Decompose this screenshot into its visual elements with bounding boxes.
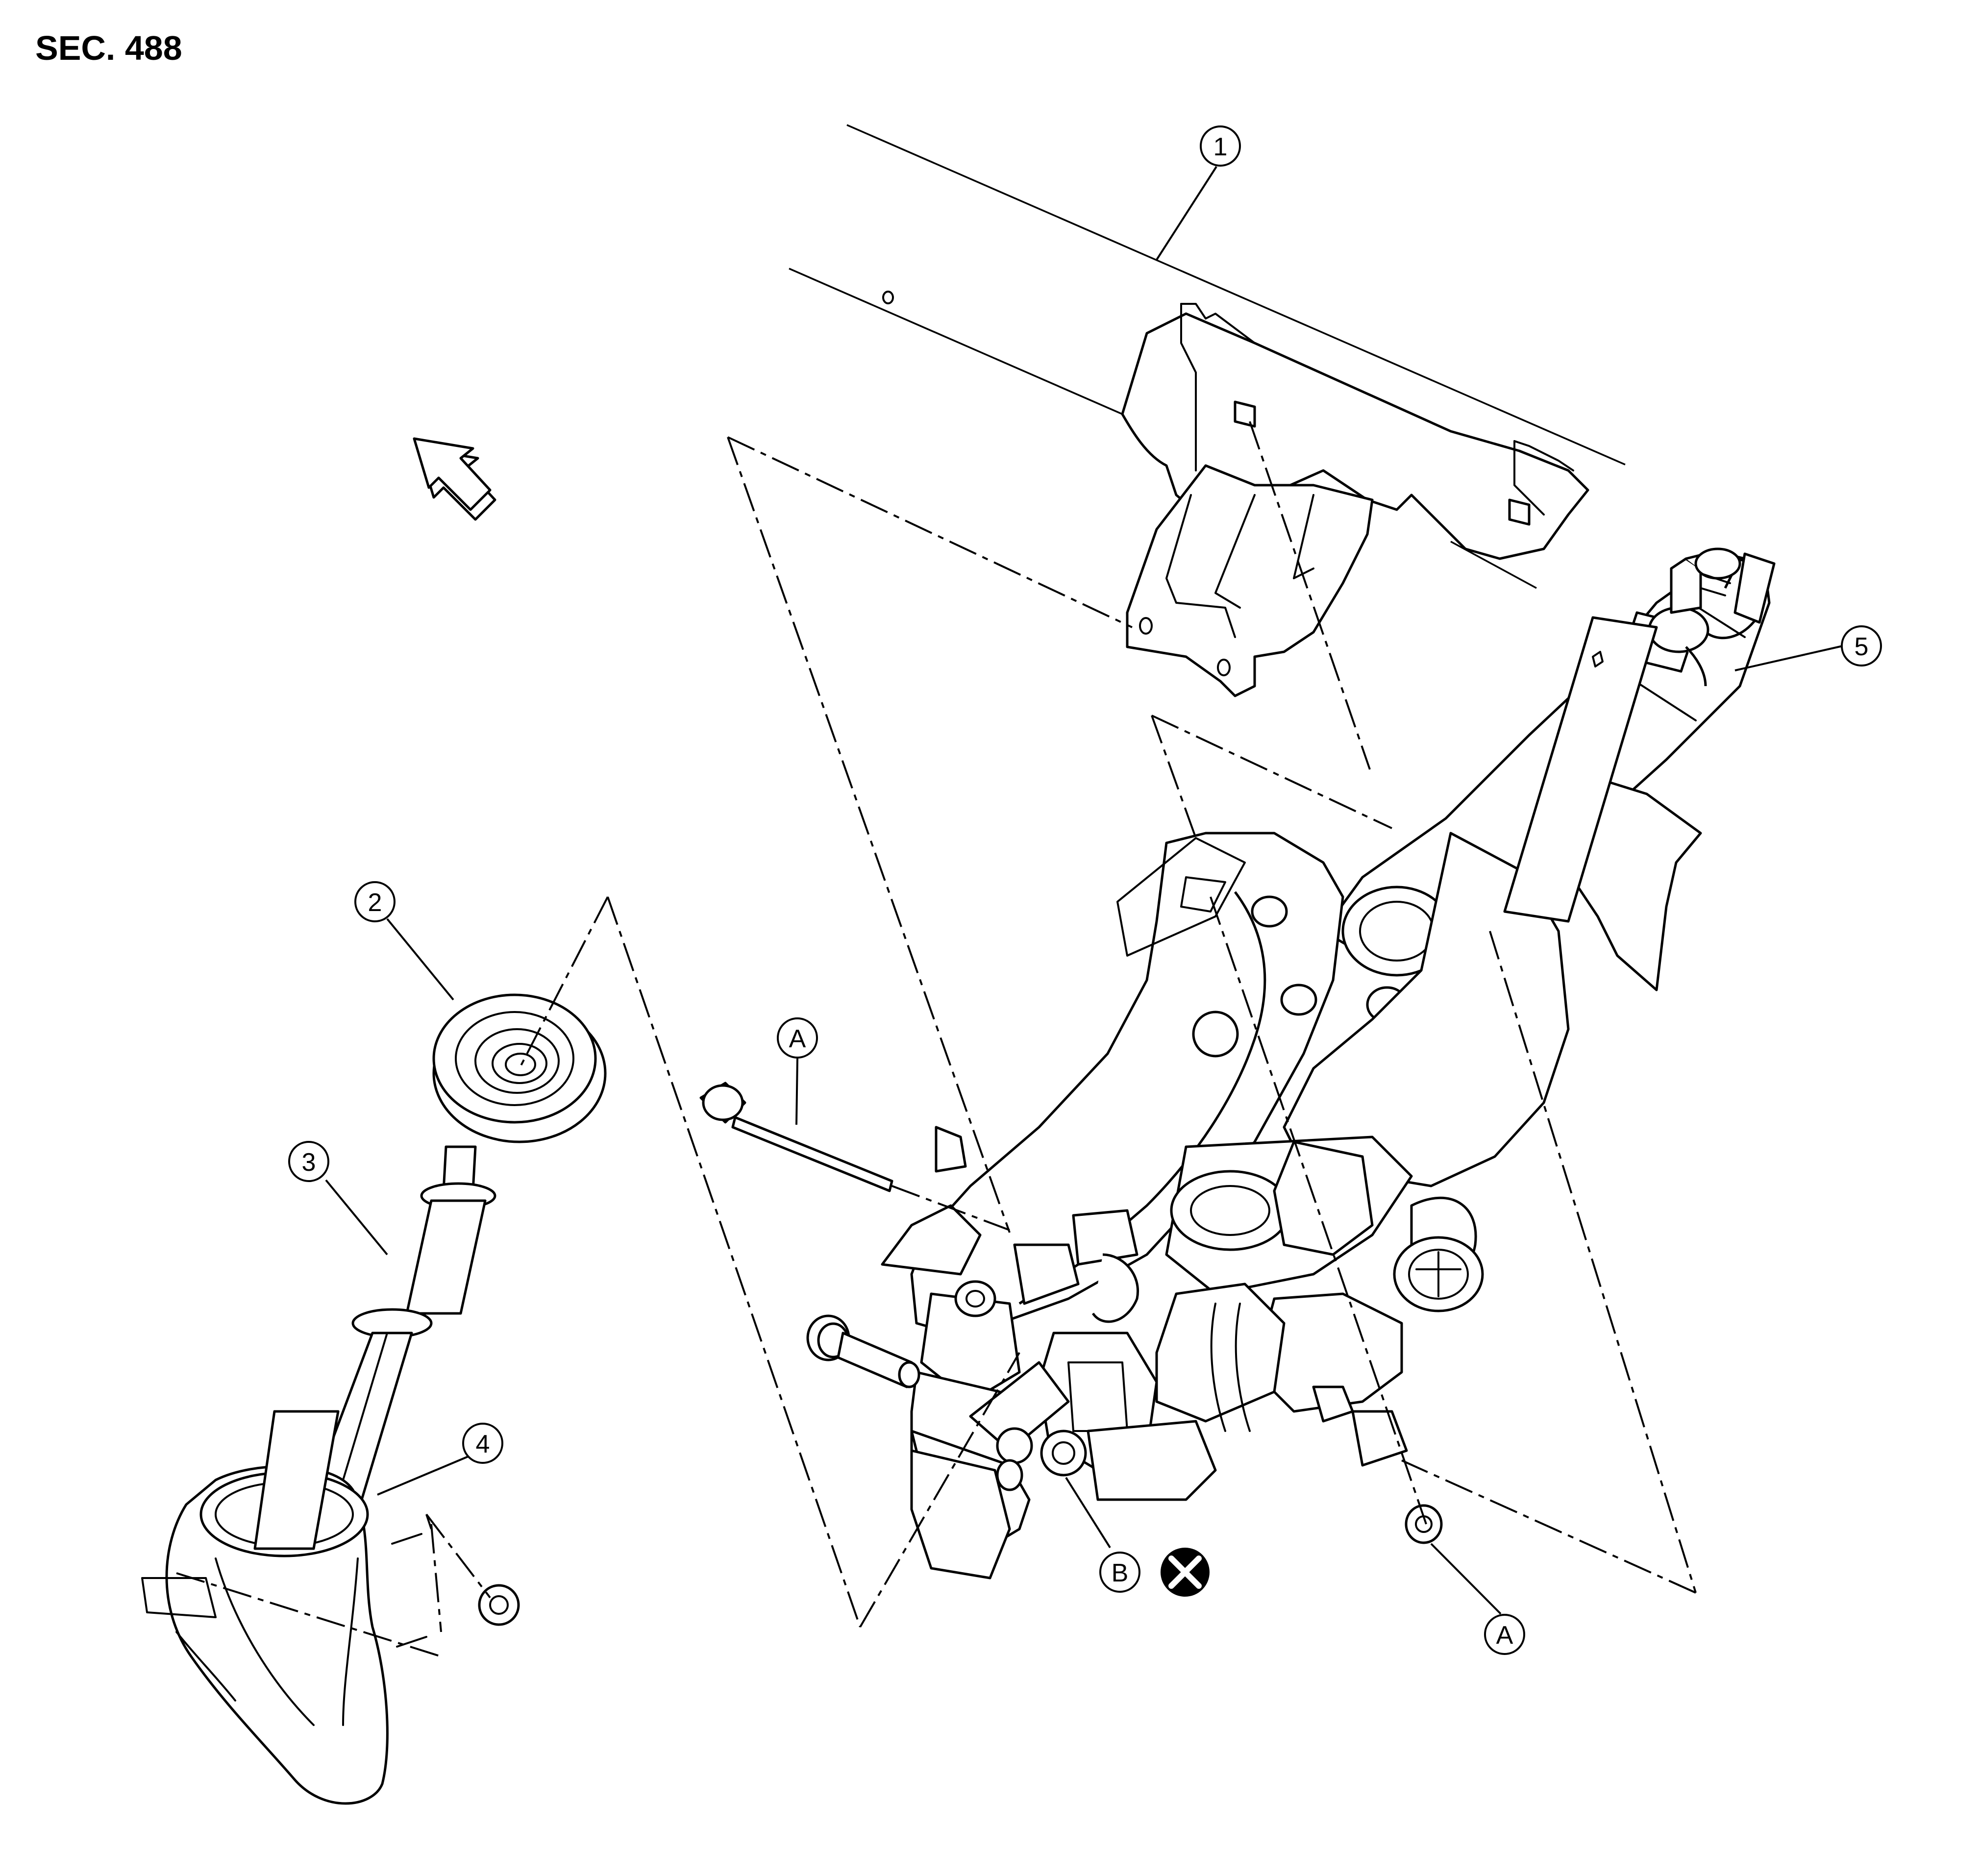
svg-text:1: 1 [1213, 133, 1228, 161]
front-direction-arrow-icon [413, 437, 496, 521]
callout-3: 3 [288, 1141, 329, 1182]
svg-text:A: A [789, 1025, 806, 1053]
steering-column-assembly [881, 552, 1776, 1580]
callout-5: 5 [1841, 625, 1882, 666]
steering-member-beam [789, 124, 1626, 697]
svg-text:3: 3 [302, 1148, 316, 1177]
callout-2: 2 [354, 881, 396, 922]
nut-b [1040, 1430, 1087, 1477]
bolt-a-long [699, 1082, 893, 1192]
upper-column-tube [1503, 547, 1741, 923]
non-reusable-x-icon [1161, 1548, 1210, 1597]
callout-b: B [1099, 1552, 1140, 1593]
svg-text:2: 2 [368, 889, 382, 917]
leader-lines [325, 166, 1843, 1615]
callout-4: 4 [462, 1423, 503, 1464]
alignment-lines [176, 421, 1697, 1657]
hole-cover-boot [141, 1410, 427, 1805]
pivot-pin [806, 1314, 920, 1388]
nut-a [1405, 1504, 1443, 1544]
svg-text:A: A [1496, 1621, 1513, 1650]
section-label: SEC. 488 [35, 29, 182, 67]
svg-text:4: 4 [476, 1430, 490, 1458]
svg-text:5: 5 [1855, 633, 1869, 661]
callout-a-nut: A [1484, 1614, 1525, 1655]
svg-text:B: B [1112, 1559, 1129, 1587]
boot-nut [478, 1584, 520, 1626]
callout-a-bolt: A [777, 1017, 818, 1059]
seal-grommet [432, 993, 607, 1143]
callout-1: 1 [1200, 125, 1241, 167]
